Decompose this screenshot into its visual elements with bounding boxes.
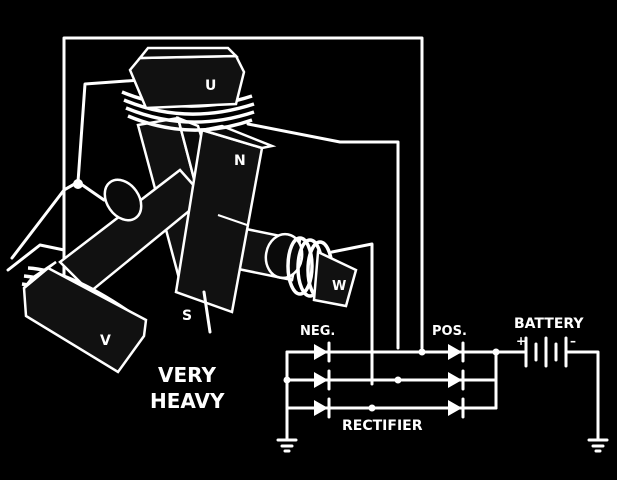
label-pole-n: N [234, 153, 246, 169]
wire-u-left [76, 78, 142, 184]
label-battery-minus: – [570, 334, 576, 348]
junction-rect-4 [418, 348, 426, 356]
diode-pos-3 [448, 397, 465, 419]
label-pos: POS. [432, 324, 467, 339]
label-pole-s: S [182, 308, 192, 324]
wire-u-right [246, 122, 400, 350]
rectifier-diodes [314, 341, 465, 419]
label-battery: BATTERY [514, 316, 584, 332]
junction-rect-2 [368, 404, 376, 412]
junction-rect-3 [394, 376, 402, 384]
label-coil-u: U [205, 78, 216, 94]
label-coil-w: W [332, 279, 346, 294]
wire-top-loop [62, 36, 424, 350]
label-heavy: HEAVY [150, 389, 225, 413]
diode-pos-1 [448, 341, 465, 363]
label-very: VERY [158, 363, 216, 387]
label-neg: NEG. [300, 324, 335, 339]
coil-v [21, 260, 148, 374]
ground-symbol-right [587, 438, 609, 453]
coil-w [286, 236, 358, 308]
label-battery-plus: + [516, 334, 526, 348]
diode-neg-2 [314, 369, 331, 391]
junction-rect-1 [283, 376, 291, 384]
label-rectifier: RECTIFIER [342, 418, 423, 434]
coil-u [121, 46, 255, 132]
wire-battery-neg [568, 350, 600, 442]
battery-symbol [520, 336, 572, 368]
wire-w-out [330, 242, 374, 386]
pointer-line [202, 290, 212, 334]
junction-star [73, 179, 83, 189]
diode-neg-3 [314, 397, 331, 419]
ground-symbol-left [276, 438, 298, 453]
label-coil-v: V [100, 333, 111, 349]
diode-pos-2 [448, 369, 465, 391]
diode-neg-1 [314, 341, 331, 363]
wire-v-lower [6, 243, 66, 272]
